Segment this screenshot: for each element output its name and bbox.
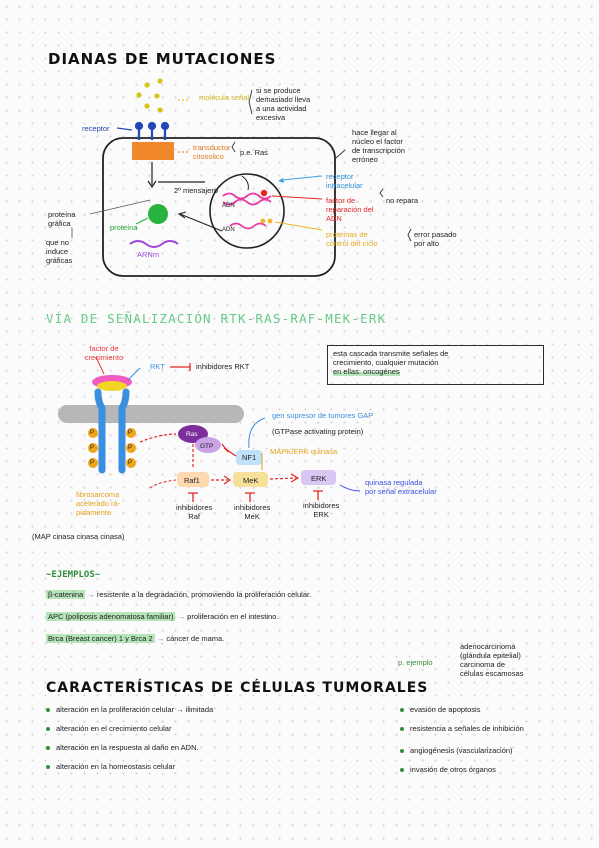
arnm-label: ARNm — [137, 250, 160, 259]
phosphate-label: P — [90, 460, 95, 466]
factor-crecimiento-label: factor de crecimiento — [84, 344, 124, 362]
phosphate-label: P — [128, 460, 133, 466]
phosphate-label: P — [90, 430, 95, 436]
ras-label: Ras — [186, 431, 198, 438]
nf1-label: NF1 — [242, 453, 257, 462]
proteinas-control-label: proteínas de control del ciclo — [326, 230, 378, 248]
fibrosarcoma-label: fibrosarcoma acelerado rá- pidamente — [76, 490, 121, 517]
erk-label: ERK — [311, 474, 327, 483]
signal-molecules — [136, 78, 163, 113]
list-item: alteración en el crecimiento celular — [46, 724, 213, 743]
inhibidores-mek-label: inhibidores MeK — [234, 503, 271, 521]
gtp-label: GTP — [200, 443, 214, 450]
transductor-label: transductor citosolico — [193, 143, 231, 161]
ejemplo-list: adenocarcinoma (glándula epitelial) carc… — [460, 642, 524, 678]
list-item: resistencia a señales de inhibición — [400, 724, 524, 746]
inhibidores-rkt-label: inhibidores RKT — [196, 362, 250, 371]
example-item: APC (poliposis adenomatosa familiar) → p… — [46, 612, 279, 621]
proteina-label: proteína — [110, 223, 138, 232]
list-item: invasión de otros órganos — [400, 765, 524, 784]
title-caracteristicas: CARACTERÍSTICAS DE CÉLULAS TUMORALES — [46, 680, 429, 696]
example-name: APC (poliposis adenomatosa familiar) — [46, 612, 176, 621]
oncogene-note-box: esta cascada transmite señales de crecim… — [327, 345, 544, 385]
example-name: Brca (Breast cancer) 1 y Brca 2 — [46, 634, 155, 643]
gen-supresor-label: gen supresor de tumores GAP — [272, 411, 374, 420]
example-item: Brca (Breast cancer) 1 y Brca 2 → cáncer… — [46, 634, 225, 643]
examples-title: ~EJEMPLOS~ — [46, 570, 101, 580]
senal-note: si se produce demasiado lleva a una acti… — [256, 86, 311, 122]
phosphate-label: P — [90, 445, 95, 451]
list-item: alteración en la respuesta al daño en AD… — [46, 743, 213, 762]
inhibidores-erk-label: inhibidores ERK — [303, 501, 340, 519]
list-item: angiogénesis (vascularización) — [400, 746, 524, 765]
cell-diagram — [71, 78, 412, 277]
receptor-group — [134, 121, 170, 140]
nucleo-note: hace llegar al núcleo el factor de trans… — [352, 128, 405, 164]
rkt-label: RKT — [150, 362, 165, 371]
adn-label-1: ADN — [222, 203, 235, 209]
inhibidores-raf-label: inhibidores Raf — [176, 503, 213, 521]
example-name: β-catenina — [46, 590, 86, 599]
que-no-induce-label: que no induce gráficas — [46, 238, 73, 265]
title-dianas-mutaciones: DIANAS DE MUTACIONES — [48, 50, 277, 68]
adn-label-2: ADN — [222, 227, 235, 233]
quinasa-regulada-label: quinasa regulada por señal extracelular — [365, 478, 437, 496]
phosphate-label: P — [128, 430, 133, 436]
arrow-icon: → — [87, 590, 95, 599]
gtpase-label: (GTPase activating protein) — [272, 427, 364, 436]
receptor-intracelular-label: receptor intracelular — [326, 172, 363, 190]
error-pasado-label: error pasado por alto — [414, 230, 457, 248]
phosphate-label: P — [128, 445, 133, 451]
molecula-senal-label: molécula señal — [198, 93, 250, 102]
proteina-grafica-label: proteína gráfica — [48, 210, 76, 228]
mensajero-label: 2º mensajero — [174, 186, 219, 195]
list-item: alteración en la homeostasis celular — [46, 762, 213, 781]
pathway-diagram — [58, 356, 361, 502]
raf1-label: Raf1 — [184, 476, 200, 485]
example-item: β-catenina → resistente a la degradación… — [46, 590, 312, 599]
factor-reparacion-label: factor de reparación del ADN — [326, 196, 374, 223]
mapk-label: MAPK/ERK quinasa — [270, 447, 338, 456]
characteristics-left-list: alteración en la proliferación celular →… — [46, 705, 213, 781]
list-item: alteración en la proliferación celular →… — [46, 705, 213, 724]
ejemplo-label: p. ejemplo — [398, 658, 433, 667]
title-via-senalizacion: VÍA DE SEÑALIZACIÓN RTK-RAS-RAF-MEK-ERK — [46, 311, 387, 326]
map-note: (MAP cinasa cinasa cinasa) — [32, 532, 125, 541]
mek-label: MeK — [243, 476, 259, 485]
list-item: evasión de apoptosis — [400, 705, 524, 724]
receptor-label: receptor — [82, 124, 110, 133]
transductor-note: p.e. Ras — [240, 148, 268, 157]
arrow-icon: → — [156, 634, 165, 643]
characteristics-right-list: evasión de apoptosis resistencia a señal… — [400, 705, 524, 784]
arrow-icon: → — [177, 612, 186, 621]
no-repara-label: no repara — [386, 196, 419, 205]
